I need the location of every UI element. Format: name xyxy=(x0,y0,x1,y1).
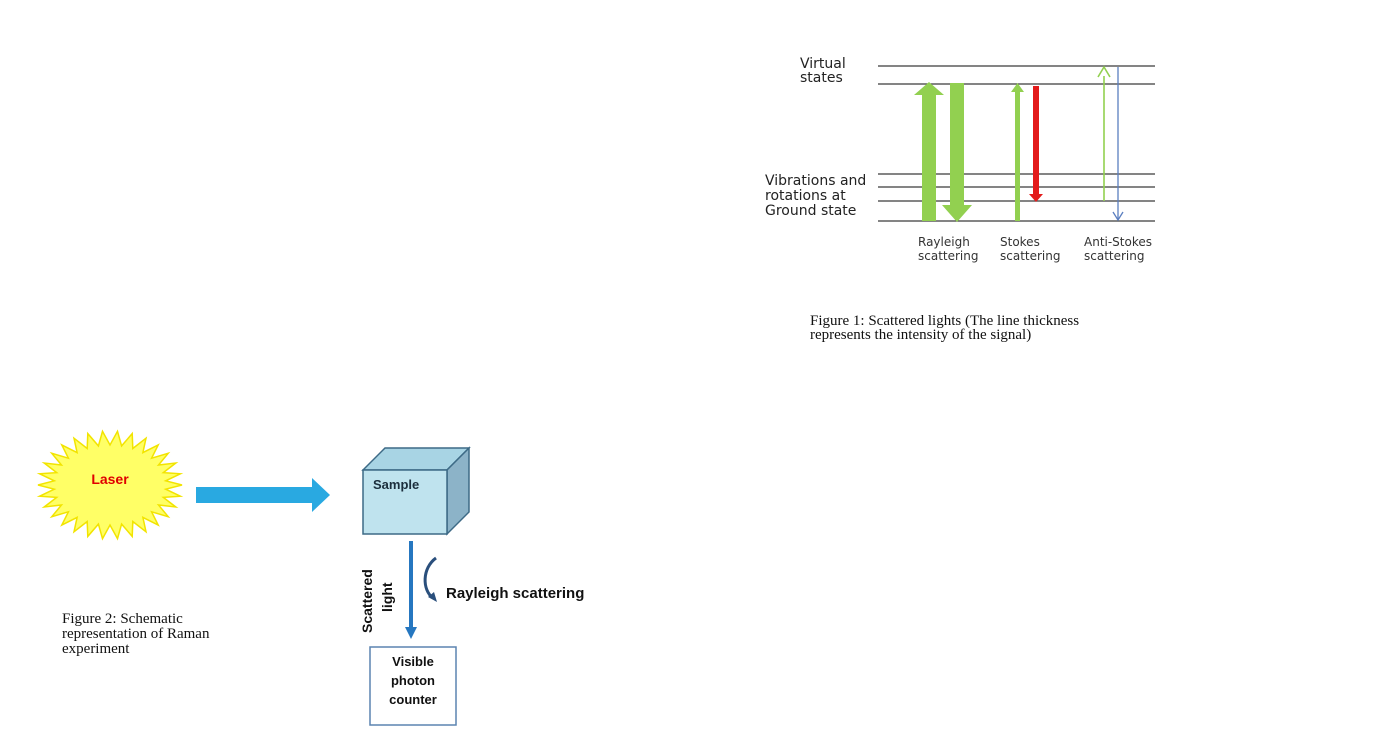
antistokes-label-line2: scattering xyxy=(1084,249,1145,263)
rayleigh-curved-arrow xyxy=(423,556,437,600)
counter-label-line2: photon xyxy=(391,673,435,688)
figure2-caption-line3: experiment xyxy=(62,641,130,657)
figure2-raman-schematic: Laser Sample Scattered light Rayleigh sc… xyxy=(36,429,584,726)
ground-label-line3: Ground state xyxy=(765,203,856,219)
sample-label: Sample xyxy=(373,477,419,492)
sample-cube-front xyxy=(362,469,448,535)
figure2-caption-line1: Figure 2: Schematic xyxy=(62,611,183,627)
laser-label: Laser xyxy=(91,471,129,487)
rayleigh-down-arrow xyxy=(942,83,972,222)
rayleigh-scattering-label: Rayleigh scattering xyxy=(446,585,584,602)
scattered-label-line1: Scattered xyxy=(359,569,375,633)
sample-cube: Sample xyxy=(361,446,471,536)
stokes-label-line1: Stokes xyxy=(1000,235,1040,249)
antistokes-arrows xyxy=(1097,65,1124,222)
virtual-label-line2: states xyxy=(800,70,843,86)
virtual-label-line1: Virtual xyxy=(800,56,846,72)
figure2-caption-line2: representation of Raman xyxy=(62,626,210,642)
figure1-energy-diagram: Virtual states Vibrations and rotations … xyxy=(765,56,1155,343)
photon-counter-box xyxy=(369,646,457,726)
counter-label-line3: counter xyxy=(389,692,437,707)
rayleigh-arrows xyxy=(914,82,972,222)
ground-label-line1: Vibrations and xyxy=(765,173,866,189)
stokes-arrows xyxy=(1011,83,1043,221)
scattered-light-arrow-head xyxy=(405,627,417,639)
scattered-label-line2: light xyxy=(379,582,395,612)
rayleigh-label-line2: scattering xyxy=(918,249,979,263)
virtual-state-levels xyxy=(878,65,1155,85)
stokes-label-line2: scattering xyxy=(1000,249,1061,263)
antistokes-up-arrow-head xyxy=(1097,65,1111,78)
rayleigh-up-arrow xyxy=(914,82,944,221)
antistokes-label-line1: Anti-Stokes xyxy=(1084,235,1152,249)
counter-label-line1: Visible xyxy=(392,654,434,669)
antistokes-down-arrow-head xyxy=(1112,211,1124,222)
laser-burst-icon xyxy=(36,429,184,541)
figure1-caption-line2: represents the intensity of the signal) xyxy=(810,327,1031,343)
rayleigh-label-line1: Rayleigh xyxy=(918,235,970,249)
stokes-down-arrow xyxy=(1029,86,1043,202)
rayleigh-curved-arrow-head xyxy=(428,592,437,602)
stokes-up-arrow xyxy=(1011,83,1024,221)
figure1-caption-line1: Figure 1: Scattered lights (The line thi… xyxy=(810,313,1079,329)
ground-label-line2: rotations at xyxy=(765,188,846,204)
laser-beam-arrow xyxy=(196,478,330,512)
